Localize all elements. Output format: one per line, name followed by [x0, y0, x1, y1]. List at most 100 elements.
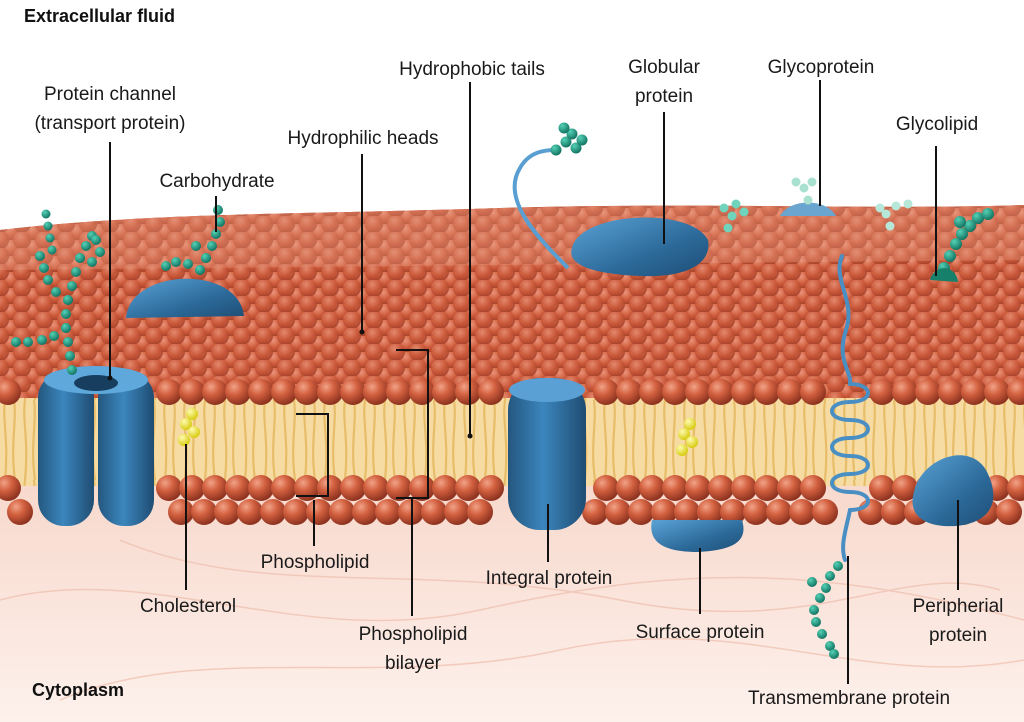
phospholipid-head: [7, 499, 33, 525]
phospholipid-head: [754, 475, 780, 501]
phospholipid-head: [214, 499, 240, 525]
integral-protein: [508, 378, 586, 530]
phospholipid-head: [812, 499, 838, 525]
carbohydrate-bead: [215, 217, 225, 227]
carbohydrate-bead: [67, 365, 77, 375]
phospholipid-head: [789, 499, 815, 525]
phospholipid-head: [662, 475, 688, 501]
carbohydrate-bead: [727, 211, 737, 221]
phospholipid-head: [881, 499, 907, 525]
protein-channel-label: Protein channel (transport protein): [34, 84, 186, 134]
phospholipid-head: [409, 379, 435, 405]
carbohydrate-bead: [23, 337, 33, 347]
phospholipid-head: [984, 379, 1010, 405]
phospholipid-head: [685, 379, 711, 405]
phospholipid-head: [455, 475, 481, 501]
transmembrane-protein: [830, 254, 870, 562]
carbohydrate-bead: [65, 351, 75, 361]
carbohydrate-bead: [183, 259, 193, 269]
cholesterol-molecule: [178, 408, 200, 446]
carbohydrate-bead: [731, 199, 741, 209]
phospholipid-head: [858, 499, 884, 525]
phospholipid-head: [317, 475, 343, 501]
cytoskeleton-fibers: [0, 539, 1024, 701]
carbohydrate-bead: [825, 641, 835, 651]
phospholipid-head: [179, 475, 205, 501]
phospholipid-head: [1007, 475, 1024, 501]
phospholipid-head: [593, 475, 619, 501]
cholesterol-label: Cholesterol: [139, 596, 237, 617]
carbohydrate-bead: [61, 309, 71, 319]
carbohydrate-bead: [49, 331, 59, 341]
phospholipid-head: [582, 499, 608, 525]
phospholipid-head: [340, 379, 366, 405]
phospholipid-head: [432, 475, 458, 501]
phospholipid-head: [271, 379, 297, 405]
carbohydrate-bead: [91, 235, 101, 245]
phospholipid-head: [352, 499, 378, 525]
carbohydrate-bead: [950, 238, 962, 250]
carbohydrate-label: Carbohydrate: [159, 171, 275, 192]
carbohydrate-bead: [885, 221, 895, 231]
phospholipid-bilayer-label: Phospholipid bilayer: [358, 624, 468, 674]
carbohydrate-bead: [63, 295, 73, 305]
carbohydrate-protein: [126, 278, 244, 318]
carbohydrate-bead: [41, 209, 51, 219]
phospholipid-head: [340, 475, 366, 501]
carbohydrate-bead: [982, 208, 994, 220]
phospholipid-head: [1007, 379, 1024, 405]
carbohydrate-bead: [195, 265, 205, 275]
phospholipid-head: [421, 499, 447, 525]
phospholipid-head: [179, 379, 205, 405]
carbohydrate-bead: [964, 220, 976, 232]
phospholipid-head: [294, 379, 320, 405]
leader-dots: [107, 329, 473, 439]
phospholipid-head: [766, 499, 792, 525]
carbohydrate-bead: [825, 571, 835, 581]
phospholipid-head: [168, 499, 194, 525]
carbohydrate-bead: [799, 183, 809, 193]
cholesterol-molecule-2: [676, 418, 698, 456]
phospholipid-head: [467, 499, 493, 525]
carbohydrate-bead: [211, 229, 221, 239]
phospholipid-head: [800, 379, 826, 405]
phospholipid-head: [455, 379, 481, 405]
phospholipid-head: [915, 379, 941, 405]
carbohydrate-bead: [207, 241, 217, 251]
carbohydrate-bead: [191, 241, 201, 251]
phospholipid-head: [248, 379, 274, 405]
carbohydrate-bead: [566, 128, 578, 140]
carbohydrate-bead: [570, 142, 582, 154]
hydrophilic-heads-label: Hydrophilic heads: [287, 128, 439, 149]
phospholipid-head: [777, 379, 803, 405]
globular-protein-label: Globular protein: [628, 57, 700, 107]
leader-lines: [109, 80, 959, 684]
phospholipid-head: [697, 499, 723, 525]
phospholipid-head: [202, 475, 228, 501]
carbohydrate-bead: [95, 247, 105, 257]
phospholipid-head: [432, 379, 458, 405]
phospholipid-head: [616, 475, 642, 501]
carbohydrate-bead: [11, 337, 21, 347]
carbohydrate-bead: [43, 275, 53, 285]
carbohydrate-bead: [803, 195, 813, 205]
carbohydrate-bead: [881, 209, 891, 219]
phospholipid-head: [743, 499, 769, 525]
phospholipid-head: [363, 379, 389, 405]
carbohydrate-bead: [39, 263, 49, 273]
carbohydrate-bead: [35, 251, 45, 261]
carbohydrate-bead: [558, 122, 570, 134]
carbohydrate-bead: [201, 253, 211, 263]
phospholipid-head: [478, 475, 504, 501]
transmembrane-protein-label: Transmembrane protein: [747, 688, 951, 709]
carbohydrate-bead: [81, 241, 91, 251]
glycoprotein-base: [780, 202, 836, 216]
carbohydrate-bead: [87, 257, 97, 267]
carbohydrate-bead: [550, 144, 562, 156]
phospholipid-head: [225, 475, 251, 501]
carbohydrate-bead: [807, 577, 817, 587]
phospholipid-head: [639, 379, 665, 405]
phospholipid-head: [225, 379, 251, 405]
carbohydrate-bead: [213, 205, 223, 215]
phospholipid-head: [386, 379, 412, 405]
